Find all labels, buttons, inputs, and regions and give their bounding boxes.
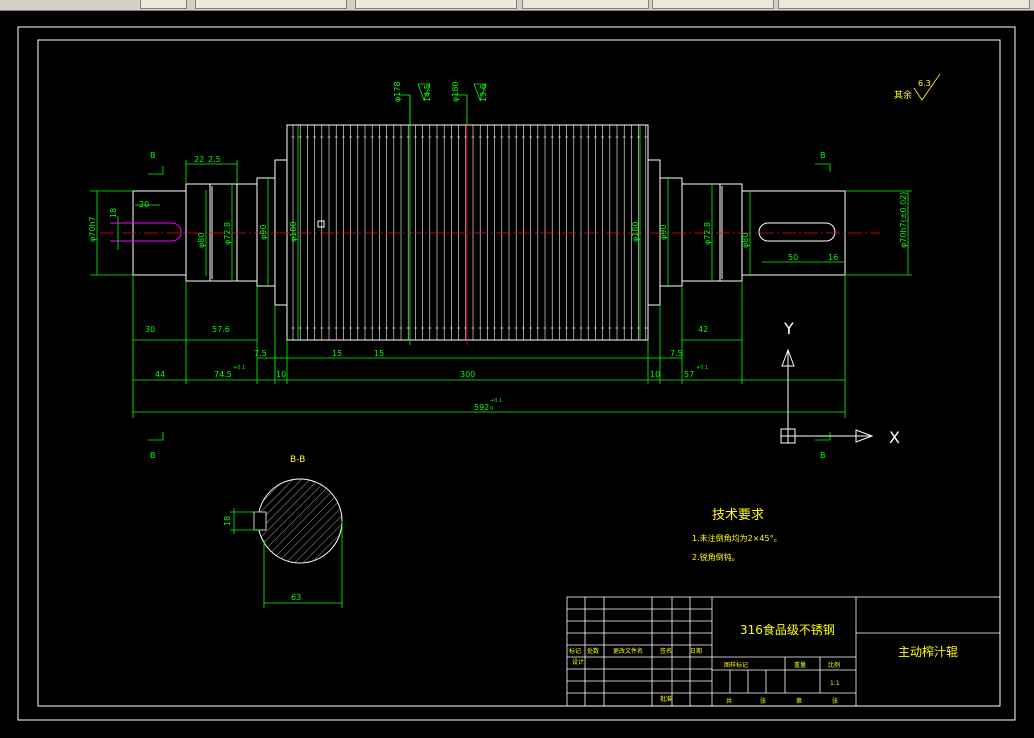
dim-10-right: 10 — [650, 370, 660, 379]
left-shaft — [110, 159, 288, 306]
tb-scale-value: 1:1 — [830, 680, 840, 687]
tb-sheet-label: 张 — [760, 697, 766, 705]
dim-22: 22 — [194, 155, 204, 164]
toolbar-tab-3[interactable] — [522, 0, 649, 9]
ucs-axes-icon — [780, 348, 874, 444]
title-block-text: 316食品级不锈钢 主动榨汁辊 标记 处数 更改文件名 签名 日期 设计 批准 … — [569, 622, 958, 705]
dim-7-5-left: 7.5 — [254, 349, 267, 358]
dim-30: 30 — [145, 325, 155, 334]
toolbar-icons[interactable] — [140, 0, 187, 9]
tech-req-item-2: 2.锐角倒钝。 — [692, 552, 740, 562]
dim-right-d2: φ72.8 — [703, 222, 712, 245]
dim-left-d3: φ90 — [259, 225, 268, 240]
dim-right-d3: φ90 — [659, 225, 668, 240]
tb-label-mark: 标记 — [569, 647, 581, 655]
dim-top1b: 14.5 — [423, 84, 432, 102]
section-view-bb: B-B 18 63 — [223, 455, 343, 608]
dimension-labels: φ178 14.5 φ180 13.6 22 2.5 φ70h7 20 18 φ… — [88, 81, 908, 460]
toolbar-tab-1[interactable] — [195, 0, 347, 9]
roughness-value: 6.3 — [918, 79, 931, 88]
tb-scale-header: 比例 — [828, 661, 840, 669]
dim-top2: φ180 — [451, 81, 460, 102]
inner-frame — [37, 39, 1001, 707]
dim-57-6: 57.6 — [212, 325, 230, 334]
dim-7-5-right: 7.5 — [670, 349, 683, 358]
dim-15-b: 15 — [374, 349, 384, 358]
section-mark-top-left: B — [150, 151, 156, 160]
tb-label-date: 日期 — [690, 647, 702, 655]
toolbar-tab-2[interactable] — [355, 0, 517, 9]
toolbar — [0, 0, 1034, 11]
section-mark-bottom-right: B — [820, 451, 826, 460]
tech-req-title: 技术要求 — [712, 508, 764, 523]
roller-body — [286, 124, 649, 341]
cursor-marker — [317, 220, 325, 228]
tb-sheet-no-label: 张 — [832, 697, 838, 705]
dim-592-tol: +0.1 — [490, 398, 502, 404]
tech-req-item-1: 1.未注倒角均为2×45°。 — [692, 533, 782, 543]
dim-right-key: 50 — [788, 253, 798, 262]
dim-top1: φ178 — [393, 81, 402, 102]
outer-frame — [17, 26, 1016, 721]
dim-74-5: 74.5 — [214, 370, 232, 379]
dim-key-height: 18 — [109, 208, 118, 218]
tb-design: 设计 — [572, 658, 584, 666]
part-name-text: 主动榨汁辊 — [898, 644, 958, 659]
dim-42: 42 — [698, 325, 708, 334]
dim-right-end: 16 — [828, 253, 838, 262]
dim-592-tol-zero: 0 — [490, 406, 493, 412]
dim-300: 300 — [460, 370, 475, 379]
cad-drawing: φ178 14.5 φ180 13.6 22 2.5 φ70h7 20 18 φ… — [17, 26, 1016, 721]
axis-y-label: Y — [783, 319, 794, 338]
dim-15-a: 15 — [332, 349, 342, 358]
tb-stage-header: 图样标记 — [724, 661, 748, 669]
dim-57: 57 — [684, 370, 694, 379]
drawing-canvas[interactable]: φ178 14.5 φ180 13.6 22 2.5 φ70h7 20 18 φ… — [0, 11, 1034, 734]
material-text: 316食品级不锈钢 — [740, 622, 835, 637]
dim-left-d2: φ72.8 — [223, 222, 232, 245]
dim-44: 44 — [155, 370, 165, 379]
tb-label-sign: 签名 — [660, 647, 672, 655]
section-key-dim: 18 — [223, 516, 232, 526]
dimensions — [90, 83, 912, 441]
dim-57-tol: +0.1 — [696, 365, 708, 371]
dim-left-d1: φ80 — [197, 233, 206, 248]
technical-requirements: 技术要求 1.未注倒角均为2×45°。 2.锐角倒钝。 — [692, 508, 782, 562]
tb-sheet-total: 共 — [726, 697, 732, 705]
dim-center-right: φ180 — [631, 221, 640, 242]
roughness-label: 其余 — [894, 89, 912, 101]
section-width-dim: 63 — [291, 593, 301, 602]
dim-center-left: φ180 — [289, 221, 298, 242]
axis-x-label: X — [889, 428, 900, 447]
tb-weight-header: 重量 — [794, 661, 806, 669]
dim-10-left: 10 — [276, 370, 286, 379]
section-mark-bottom-left: B — [150, 451, 156, 460]
toolbar-tab-4[interactable] — [652, 0, 774, 9]
dim-right-shaft: φ70h7(±0.02) — [899, 192, 908, 248]
right-shaft — [647, 159, 846, 306]
dim-left-shaft: φ70h7 — [88, 216, 97, 242]
tb-label-file: 更改文件名 — [613, 647, 643, 655]
title-block — [566, 596, 1001, 707]
dim-592: 592 — [474, 403, 489, 412]
dim-top2b: 13.6 — [479, 84, 488, 102]
tb-sheet-no: 第 — [796, 697, 802, 705]
tb-approve: 批准 — [660, 695, 672, 703]
section-title: B-B — [290, 455, 305, 465]
dim-2-5: 2.5 — [208, 155, 221, 164]
dim-right-d1: φ80 — [741, 233, 750, 248]
dim-key-width: 20 — [139, 200, 149, 209]
roughness-symbol: 其余 6.3 — [894, 73, 941, 101]
dim-74-5-tol: +0.1 — [233, 365, 245, 371]
section-mark-top-right: B — [820, 151, 826, 160]
tb-label-count: 处数 — [587, 647, 599, 655]
toolbar-tab-5[interactable] — [778, 0, 1030, 9]
